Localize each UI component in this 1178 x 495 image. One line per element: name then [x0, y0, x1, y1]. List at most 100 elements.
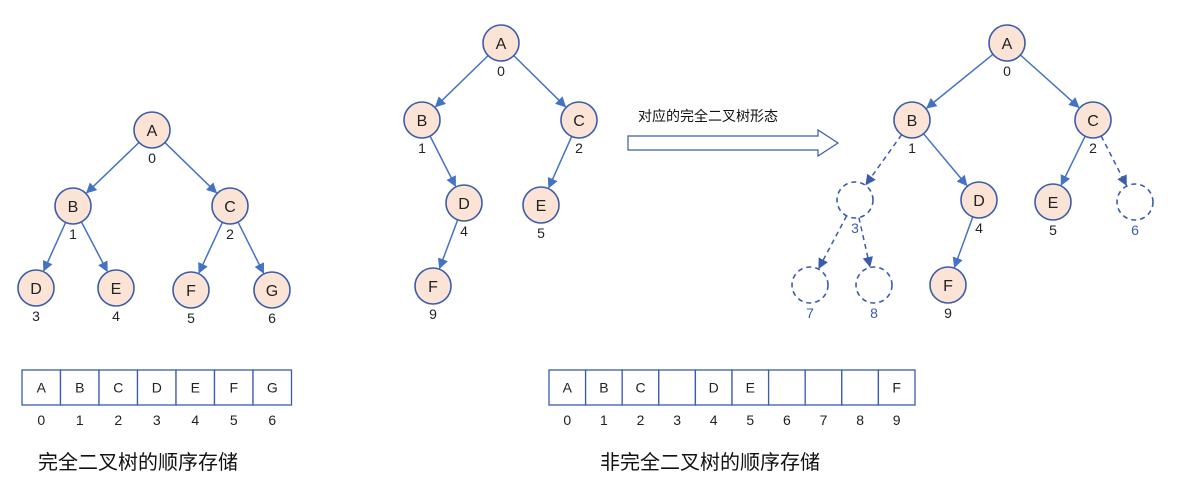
- array-cell-index: 2: [114, 412, 122, 428]
- array-cell: [621, 369, 660, 406]
- array-cell: [658, 369, 697, 406]
- tree-edge-completed-form-B-N3: [865, 134, 903, 186]
- array-cell-value: F: [230, 380, 239, 396]
- node-circle: [172, 271, 210, 309]
- node-index-label: 4: [112, 308, 120, 324]
- node-index-label: 6: [268, 310, 276, 326]
- tree-edge-incomplete-A-C: [513, 55, 567, 108]
- tree-edge-completed-form-A-C: [1019, 54, 1080, 109]
- node-circle: [253, 271, 291, 309]
- node-label: F: [186, 283, 196, 300]
- tree-edge-complete-A-B: [85, 141, 140, 194]
- node-index-label: 5: [537, 225, 545, 241]
- tree-edge-completed-form-A-B: [925, 53, 994, 109]
- node-circle: [403, 101, 441, 139]
- node-circle: [960, 181, 998, 219]
- node-index-label: 5: [1049, 222, 1057, 238]
- node-index-label: 1: [69, 226, 77, 242]
- array-cell-index: 0: [563, 412, 571, 428]
- node-label: G: [266, 283, 278, 300]
- node-label: A: [1002, 36, 1013, 53]
- tree-node-completed-form-D: D4: [960, 181, 998, 236]
- node-index-label: 3: [32, 308, 40, 324]
- node-circle: [522, 186, 560, 224]
- node-label: B: [417, 113, 428, 130]
- node-label: D: [973, 193, 985, 210]
- node-circle: [445, 184, 483, 222]
- tree-node-complete-G: G6: [253, 271, 291, 326]
- node-index-label: 8: [870, 305, 878, 321]
- tree-node-completed-form-E: E5: [1034, 183, 1072, 238]
- array-cell-value: F: [892, 380, 901, 396]
- array-cell-value: C: [635, 380, 645, 396]
- array-cell-value: E: [191, 380, 200, 396]
- array-cell-index: 2: [637, 412, 645, 428]
- array-cell-value: B: [599, 380, 608, 396]
- array-cell-index: 0: [37, 412, 45, 428]
- tree-node-complete-B: B1: [54, 187, 92, 242]
- array-cell-index: 1: [600, 412, 608, 428]
- array-cell: [767, 369, 806, 406]
- array-cell: [694, 369, 733, 406]
- array-cell: [548, 369, 587, 406]
- tree-node-complete-A: A0: [133, 111, 171, 166]
- array-cell-index: 9: [893, 412, 901, 428]
- node-label: C: [1087, 113, 1099, 130]
- array-cell: [21, 369, 62, 406]
- tree-edge-incomplete-B-D: [429, 135, 457, 187]
- tree-edge-complete-C-G: [237, 221, 265, 274]
- node-circle: [414, 267, 452, 305]
- tree-node-completed-form-C: C2: [1074, 101, 1112, 156]
- tree-node-completed-form-N6: 6: [1116, 183, 1154, 238]
- array-cell: [584, 369, 623, 406]
- tree-node-completed-form-N3: 3: [836, 181, 874, 236]
- array-cell: [175, 369, 216, 406]
- array-cell: [804, 369, 843, 406]
- node-circle: [482, 24, 520, 62]
- node-index-label: 0: [497, 63, 505, 79]
- array-cell-value: G: [267, 380, 278, 396]
- array-cell: [252, 369, 293, 406]
- array-cell-index: 6: [268, 412, 276, 428]
- node-circle: [54, 187, 92, 225]
- node-index-label: 1: [908, 140, 916, 156]
- node-circle: [929, 266, 967, 304]
- node-circle: [1034, 183, 1072, 221]
- node-index-label: 9: [944, 305, 952, 321]
- array-cell-value: A: [37, 380, 47, 396]
- array-cell-value: E: [746, 380, 755, 396]
- node-label: E: [1048, 195, 1059, 212]
- node-index-label: 5: [187, 310, 195, 326]
- node-label: C: [224, 199, 236, 216]
- array-cell-index: 4: [191, 412, 199, 428]
- node-index-label: 3: [851, 220, 859, 236]
- tree-node-incomplete-A: A0: [482, 24, 520, 79]
- tree-node-incomplete-B: B1: [403, 101, 441, 156]
- tree-edge-completed-form-N3-N8: [858, 217, 873, 268]
- node-index-label: 2: [1089, 140, 1097, 156]
- tree-node-complete-E: E4: [97, 269, 135, 324]
- array-cell: [841, 369, 880, 406]
- node-label: A: [496, 36, 507, 53]
- tree-node-incomplete-E: E5: [522, 186, 560, 241]
- tree-node-complete-C: C2: [211, 187, 249, 242]
- tree-node-completed-form-A: A0: [988, 24, 1026, 79]
- node-circle: [988, 24, 1026, 62]
- tree-node-complete-D: D3: [17, 269, 55, 324]
- array-cell-index: 7: [820, 412, 828, 428]
- tree-node-completed-form-F: F9: [929, 266, 967, 321]
- tree-edge-completed-form-D-F: [952, 216, 974, 269]
- array-cell-index: 6: [783, 412, 791, 428]
- tree-edge-complete-B-E: [80, 221, 108, 273]
- caption-incomplete-storage: 非完全二叉树的顺序存储: [600, 450, 820, 474]
- node-index-label: 6: [1131, 222, 1139, 238]
- tree-node-complete-F: F5: [172, 271, 210, 326]
- tree-edge-complete-C-F: [198, 221, 224, 274]
- array-cell-index: 5: [230, 412, 238, 428]
- node-circle: [97, 269, 135, 307]
